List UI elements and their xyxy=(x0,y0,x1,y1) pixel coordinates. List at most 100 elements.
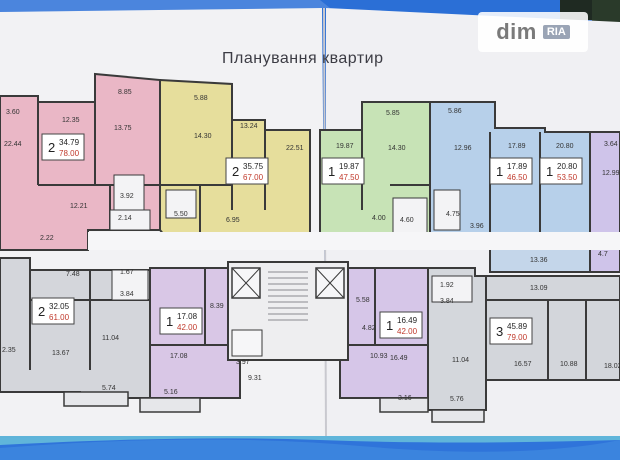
apartment-label: 1 20.80 53.50 xyxy=(539,157,583,185)
living-area: 19.87 xyxy=(339,162,360,171)
total-area: 46.50 xyxy=(507,173,528,182)
room-area: 16.57 xyxy=(514,361,532,368)
room-area: 3.84 xyxy=(120,291,134,298)
total-area: 53.50 xyxy=(557,173,578,182)
rooms-count: 3 xyxy=(496,324,503,339)
total-area: 42.00 xyxy=(397,327,418,336)
room-area: 13.75 xyxy=(114,125,132,132)
room-area: 4.60 xyxy=(400,217,414,224)
watermark-brand: dim xyxy=(496,19,537,44)
room-area: 10.88 xyxy=(560,361,578,368)
apartment-label: 1 19.87 47.50 xyxy=(321,157,365,185)
room-area: 7.48 xyxy=(66,271,80,278)
watermark-tag: RIA xyxy=(542,25,570,39)
room-area: 3.92 xyxy=(120,193,134,200)
room-area: 1.67 xyxy=(120,269,134,276)
room-area: 9.31 xyxy=(248,375,262,382)
apartment-label: 1 17.89 46.50 xyxy=(489,157,533,185)
total-area: 78.00 xyxy=(59,149,80,158)
living-area: 45.89 xyxy=(507,322,528,331)
room-area: 3.84 xyxy=(440,298,454,305)
room-area: 5.76 xyxy=(450,396,464,403)
room-area: 10.93 xyxy=(370,353,388,360)
rooms-count: 2 xyxy=(48,140,55,155)
room-area: 13.24 xyxy=(240,123,258,130)
room-area: 5.50 xyxy=(174,211,188,218)
room-area: 3.97 xyxy=(236,359,250,366)
total-area: 79.00 xyxy=(507,333,528,342)
room-area: 5.86 xyxy=(448,108,462,115)
room-area: 12.35 xyxy=(62,117,80,124)
room-area: 8.39 xyxy=(210,303,224,310)
room-area: 20.80 xyxy=(556,143,574,150)
total-area: 42.00 xyxy=(177,323,198,332)
rooms-count: 1 xyxy=(546,164,553,179)
room-area: 5.88 xyxy=(194,95,208,102)
room-area: 17.08 xyxy=(170,353,188,360)
room-area: 3.96 xyxy=(470,223,484,230)
rooms-count: 2 xyxy=(232,164,239,179)
living-area: 17.08 xyxy=(177,312,198,321)
rooms-count: 2 xyxy=(38,304,45,319)
room-area: 19.87 xyxy=(336,143,354,150)
living-area: 32.05 xyxy=(49,302,70,311)
room-area: 12.96 xyxy=(454,145,472,152)
room-area: 1.92 xyxy=(440,282,454,289)
room-area: 13.67 xyxy=(52,350,70,357)
apartment-label: 1 17.08 42.00 xyxy=(159,307,203,335)
apartment-label: 2 35.75 67.00 xyxy=(225,157,269,185)
room-area: 4.75 xyxy=(446,211,460,218)
room-area: 3.64 xyxy=(604,141,618,148)
room-area: 16.49 xyxy=(390,355,408,362)
rooms-count: 1 xyxy=(386,318,393,333)
corridor xyxy=(88,232,620,250)
living-area: 35.75 xyxy=(243,162,264,171)
living-area: 16.49 xyxy=(397,316,418,325)
total-area: 67.00 xyxy=(243,173,264,182)
room-area: 3.60 xyxy=(6,109,20,116)
room-area: 5.16 xyxy=(164,389,178,396)
room-area: 3.16 xyxy=(398,395,412,402)
rooms-count: 1 xyxy=(496,164,503,179)
room-area: 18.02 xyxy=(604,363,620,370)
apartment-label: 1 16.49 42.00 xyxy=(379,311,423,339)
room-area: 5.74 xyxy=(102,385,116,392)
rooms-count: 1 xyxy=(166,314,173,329)
room-area: 11.04 xyxy=(452,357,469,364)
apartment-label: 2 34.79 78.00 xyxy=(41,133,85,161)
room-area: 13.36 xyxy=(530,257,548,264)
room-area: 2.22 xyxy=(40,235,54,242)
room-area: 12.99 xyxy=(602,170,620,177)
room-area: 8.85 xyxy=(118,89,132,96)
watermark: dim RIA xyxy=(478,12,588,52)
living-area: 34.79 xyxy=(59,138,80,147)
rooms-count: 1 xyxy=(328,164,335,179)
room-area: 4.00 xyxy=(372,215,386,222)
apartment-labels: 2 34.79 78.00 2 35.75 67.00 1 19.87 47.50 1 17.89 4… xyxy=(31,133,583,345)
room-area: 12.21 xyxy=(70,203,88,210)
room-area: 4.82 xyxy=(362,325,376,332)
room-area: 4.7 xyxy=(598,251,608,258)
room-area: 14.30 xyxy=(388,145,406,152)
total-area: 61.00 xyxy=(49,313,70,322)
room-area: 22.44 xyxy=(4,141,22,148)
room-area: 5.85 xyxy=(386,110,400,117)
room-area-labels: 3.6022.4412.358.8513.755.8814.3013.2422.… xyxy=(2,89,620,403)
room-area: 5.58 xyxy=(356,297,370,304)
living-area: 17.89 xyxy=(507,162,528,171)
total-area: 47.50 xyxy=(339,173,360,182)
living-area: 20.80 xyxy=(557,162,578,171)
room-area: 14.30 xyxy=(194,133,212,140)
room-area: 2.14 xyxy=(118,215,132,222)
room-area: 11.04 xyxy=(102,335,119,342)
room-area: 6.95 xyxy=(226,217,240,224)
room-area: 17.89 xyxy=(508,143,526,150)
room-area: 2.35 xyxy=(2,347,16,354)
apartment-label: 2 32.05 61.00 xyxy=(31,297,75,325)
page-title: Планування квартир xyxy=(222,50,384,67)
room-area: 13.09 xyxy=(530,285,548,292)
apartment-label: 3 45.89 79.00 xyxy=(489,317,533,345)
room-area: 22.51 xyxy=(286,145,304,152)
